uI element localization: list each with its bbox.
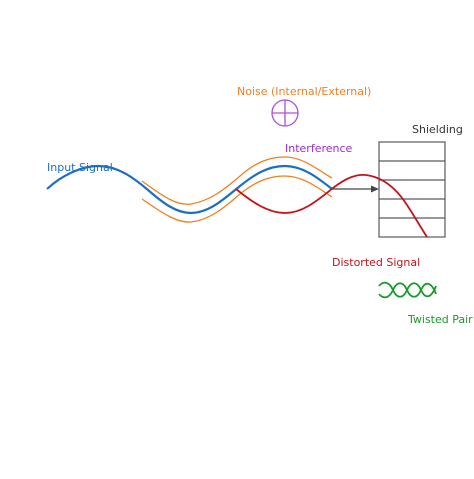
shielding-box (378, 141, 446, 238)
noise-label: Noise (Internal/External) (237, 85, 371, 98)
twisted-pair-label: Twisted Pair (407, 313, 473, 326)
distorted-signal-label: Distorted Signal (332, 256, 420, 269)
distorted-signal-wave (235, 173, 428, 238)
noise-envelope-lower (141, 175, 333, 223)
arrow-right-icon (332, 185, 379, 193)
crosshair-circle-icon (271, 99, 299, 127)
shielding-label: Shielding (412, 123, 463, 136)
input-signal-label: Input Signal (47, 161, 113, 174)
input-signal-wave (46, 164, 333, 215)
noise-envelope-upper (141, 156, 333, 205)
twisted-pair-icon (378, 281, 437, 299)
interference-label: Interference (285, 142, 353, 155)
